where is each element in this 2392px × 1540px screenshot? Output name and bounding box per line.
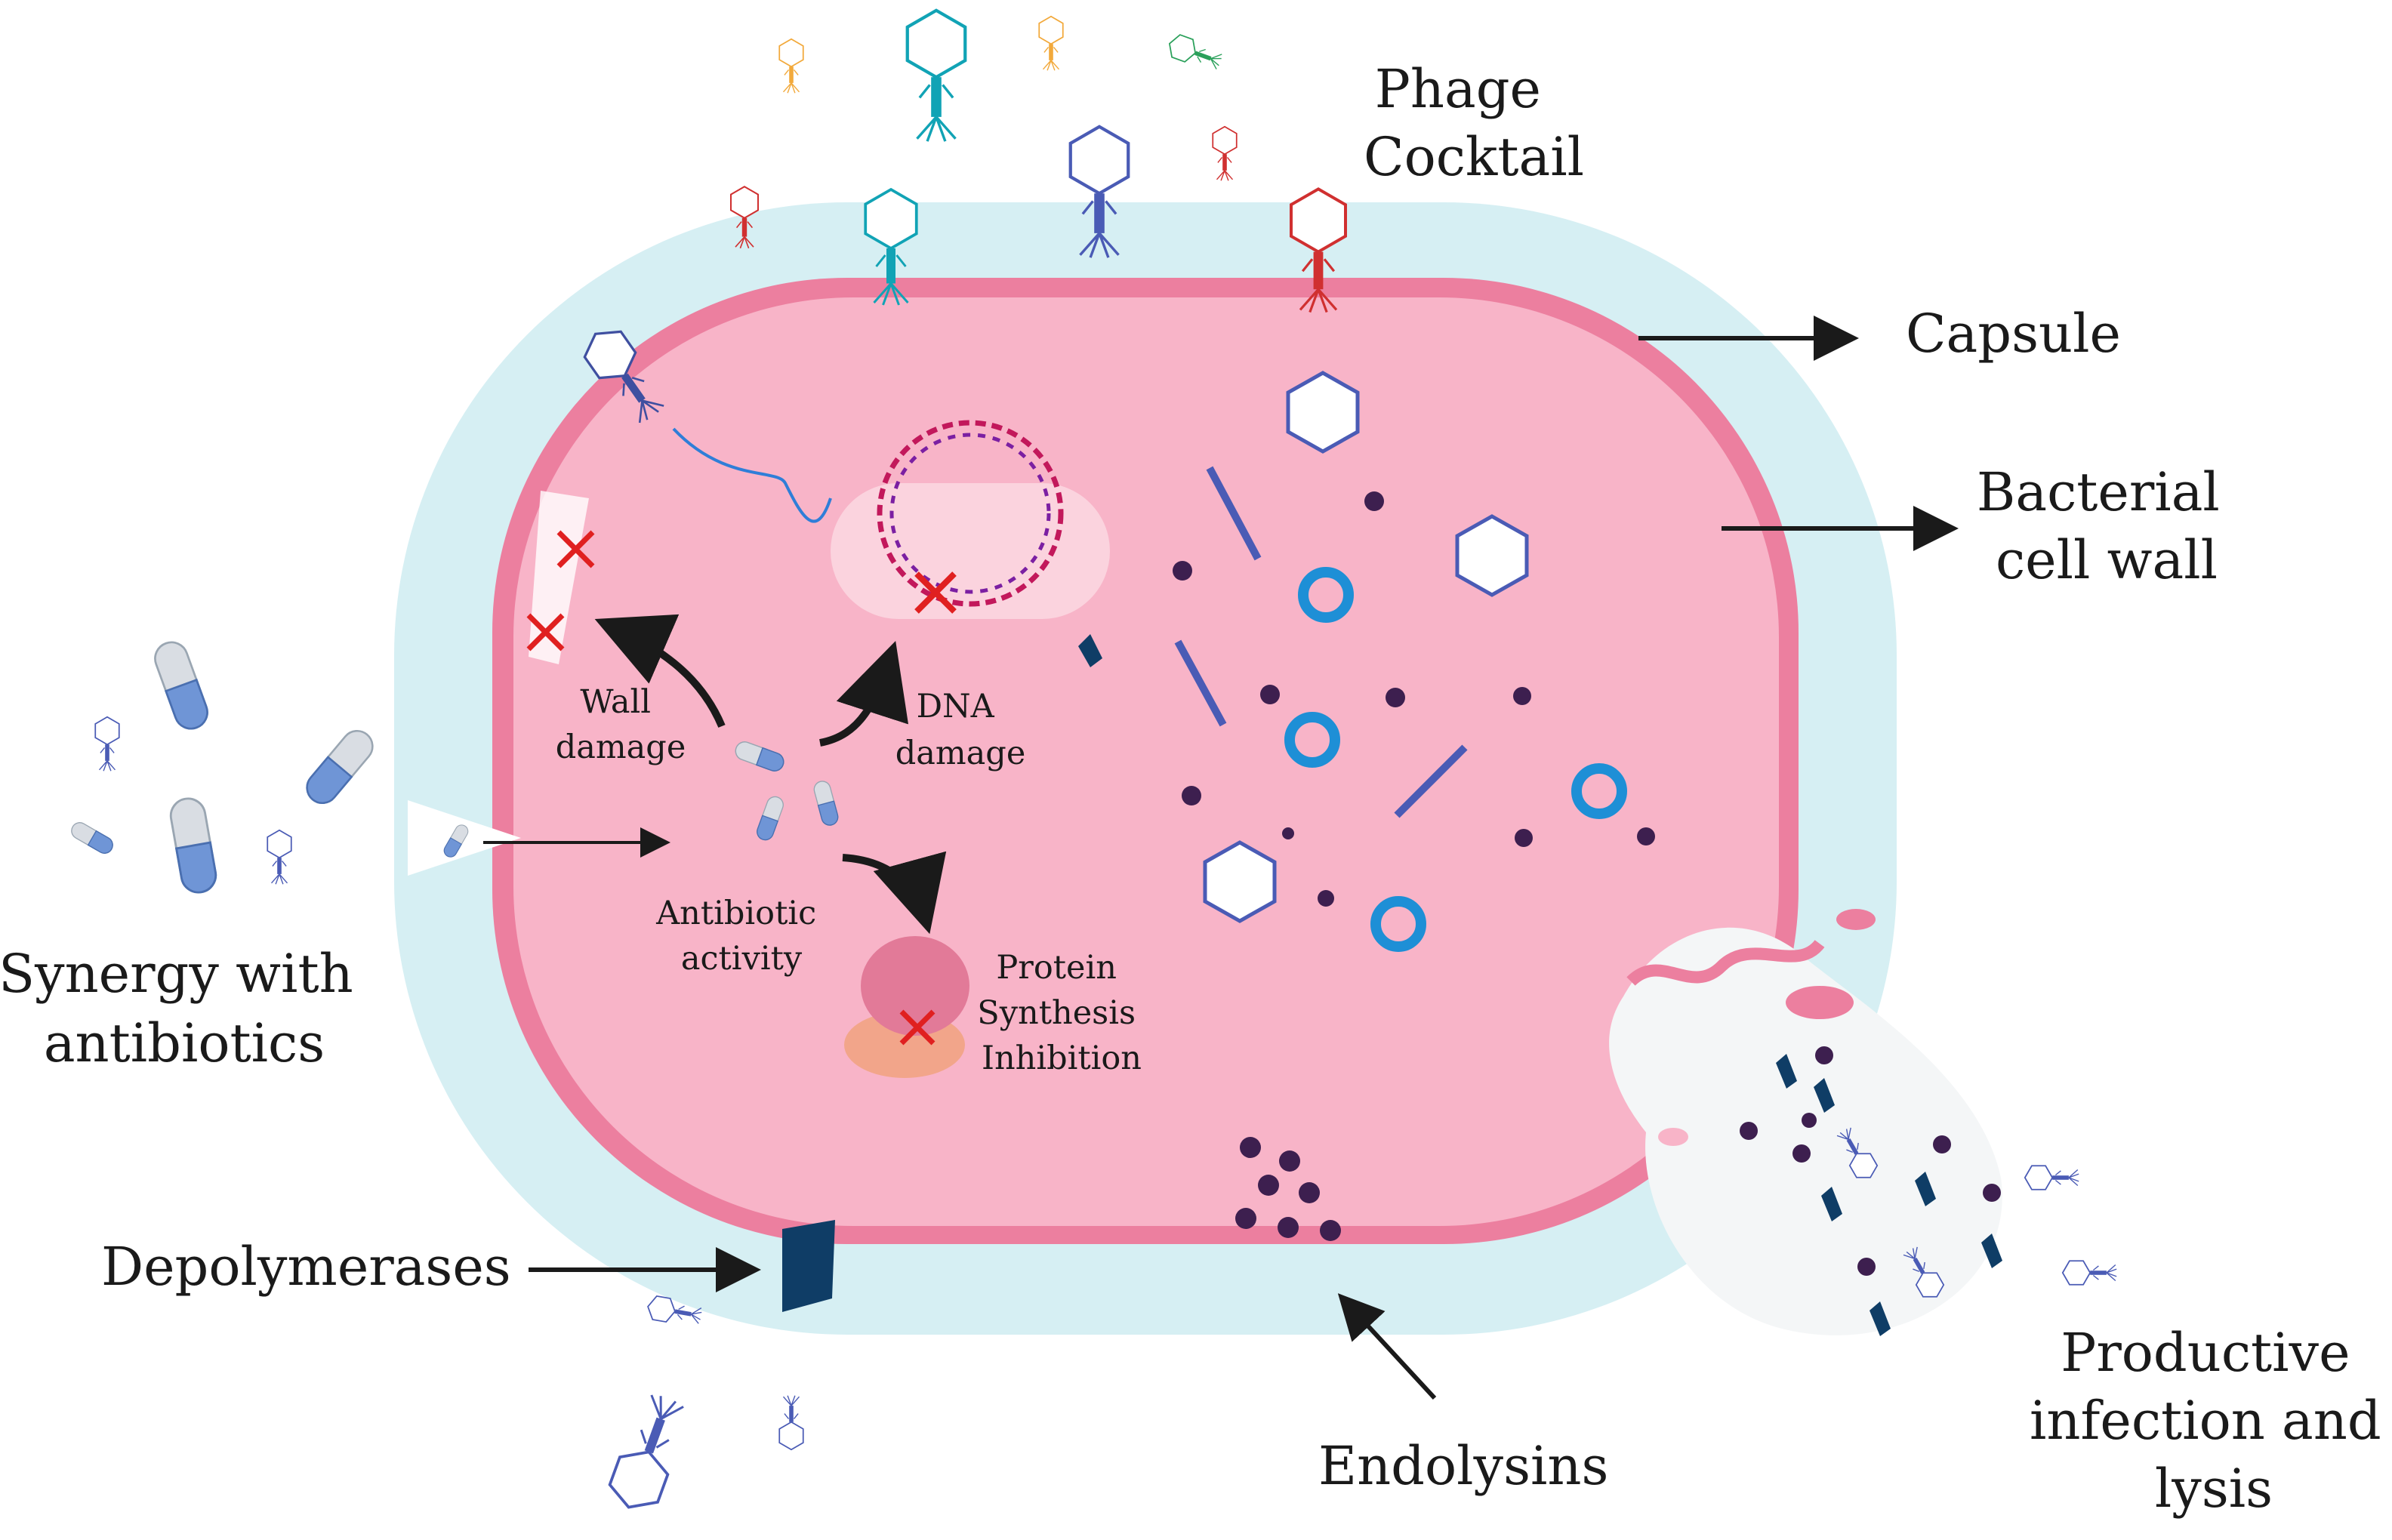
progeny-capsids	[1203, 371, 1529, 923]
protein-synthesis-label: Protein Synthesis Inhibition	[977, 949, 1145, 1077]
endolysins-label: Endolysins	[1318, 1435, 1608, 1497]
syringe-icon	[1174, 639, 1227, 727]
protein-synthesis-arrow	[842, 851, 947, 935]
dna-ring-icon	[877, 420, 1064, 607]
torn-wall	[1626, 939, 1825, 987]
phage-icon	[94, 716, 120, 772]
phage-icon	[267, 829, 292, 886]
bacterial-cell-wall-label: Bacterial cell wall	[1977, 461, 2236, 591]
lysis-burst	[1609, 927, 2002, 1335]
plasmid-icon	[1370, 896, 1426, 952]
capsid-icon	[1203, 840, 1277, 923]
plasmid-icon	[1298, 567, 1354, 623]
wall-damage-label: Wall damage	[556, 683, 686, 766]
damage-x-icon	[526, 530, 595, 651]
capsule-label: Capsule	[1906, 303, 2121, 365]
ribosome-icon	[844, 936, 969, 1078]
capsid-icon	[1455, 514, 1529, 597]
tails	[1174, 466, 1468, 818]
released-particles	[1740, 1046, 2001, 1276]
antibiotic-activity-label: Antibiotic activity	[655, 895, 827, 978]
annotation-arrows	[483, 316, 1959, 1400]
plasmid-icon	[1571, 763, 1627, 819]
phage-cocktail-label: Phage Cocktail	[1364, 58, 1584, 188]
depolymerase-fragment	[1078, 634, 1102, 667]
syringe-icon	[1394, 744, 1468, 818]
syringe-icon	[1206, 466, 1262, 561]
capsule-pill-icon	[167, 794, 220, 897]
capsule-pill-icon	[300, 723, 380, 811]
productive-infection-label: Productive infection and lysis	[2030, 1322, 2392, 1520]
phage-icon	[1164, 32, 1225, 74]
wall-fragment	[1786, 986, 1854, 1019]
wall-damage-arrow	[594, 614, 726, 728]
phage-icon	[1212, 125, 1238, 182]
wall-breach	[529, 491, 589, 664]
enzyme-dots	[1173, 491, 1655, 907]
cytoplasm	[513, 297, 1779, 1226]
phage-icon	[603, 1388, 694, 1518]
synergy-label: Synergy with antibiotics	[0, 943, 370, 1074]
wall-fragment	[1836, 909, 1876, 930]
nucleoid-region	[831, 483, 1110, 619]
endolysins-arrow	[1337, 1293, 1437, 1400]
phage-icon	[2061, 1260, 2118, 1286]
capsule-pill-icon	[150, 636, 213, 735]
capsule-pill-icon	[68, 819, 116, 857]
phage-icon	[908, 11, 966, 141]
wall-fragment	[1658, 1128, 1688, 1146]
phage-icon	[778, 38, 804, 94]
endolysin-cluster	[1235, 1137, 1341, 1241]
dna-damage-label: DNA damage	[895, 688, 1026, 772]
plasmid-icon	[1284, 712, 1340, 768]
dna-damage-arrow	[818, 640, 909, 747]
capsid-icon	[1286, 371, 1360, 454]
plasmids	[1284, 567, 1627, 952]
phage-icon	[1038, 15, 1064, 72]
depolymerases-label: Depolymerases	[101, 1236, 511, 1298]
damage-x-icon	[914, 571, 957, 614]
phage-icon	[778, 1394, 804, 1451]
depolymerase-icon	[782, 1220, 835, 1312]
released-depolymerases	[1776, 1054, 2002, 1336]
phage-icon	[2024, 1165, 2080, 1190]
phage-dna-strand	[672, 427, 832, 523]
